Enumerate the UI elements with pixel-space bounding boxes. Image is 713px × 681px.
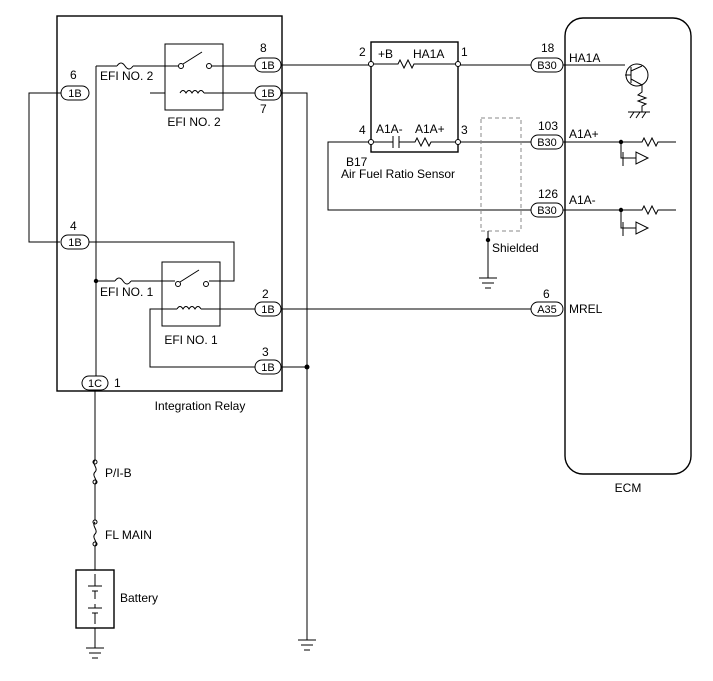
- svg-text:8: 8: [260, 41, 267, 55]
- svg-text:2: 2: [262, 287, 269, 301]
- efi2-relay-label: EFI NO. 2: [167, 115, 221, 129]
- svg-text:1B: 1B: [261, 88, 274, 100]
- efi2-relay-box: [164, 43, 224, 111]
- svg-text:B30: B30: [537, 137, 557, 149]
- af-sensor-pin-3: 3: [461, 123, 468, 137]
- svg-text:A1A-: A1A-: [569, 193, 596, 207]
- ecm-box: [564, 17, 692, 475]
- svg-text:1B: 1B: [261, 362, 274, 374]
- shielded-label: Shielded: [492, 241, 539, 255]
- af-sensor-terminal-1: [455, 61, 461, 67]
- af-sensor-ha1a-label: HA1A: [413, 47, 444, 61]
- af-sensor-pin-2: 2: [359, 45, 366, 59]
- efi2-relay-switch: [182, 51, 203, 65]
- svg-text:1: 1: [114, 376, 121, 390]
- af-sensor-terminal-3: [455, 139, 461, 145]
- efi1-relay-box: [161, 261, 221, 327]
- efi1-fuse-label: EFI NO. 1: [100, 285, 154, 299]
- svg-text:1C: 1C: [88, 378, 102, 390]
- ecm-label: ECM: [615, 481, 642, 495]
- jumper-wire-6-4: [28, 92, 60, 243]
- svg-text:1B: 1B: [68, 237, 81, 249]
- svg-text:1B: 1B: [68, 88, 81, 100]
- wire-relay7-ground: [281, 92, 308, 640]
- relay-connector-2: 1B 2: [254, 287, 282, 317]
- battery-label: Battery: [120, 591, 158, 605]
- af-sensor-pin-1: 1: [461, 45, 468, 59]
- efi1-relay-label: EFI NO. 1: [164, 333, 218, 347]
- af-sensor-heater-element: [374, 58, 455, 70]
- af-sensor-box: [370, 41, 459, 153]
- shield-enclosure: [480, 117, 522, 232]
- ecm-comparator-icon-2: [620, 210, 650, 236]
- efi1-relay-coil: [176, 306, 202, 310]
- svg-text:18: 18: [541, 41, 555, 55]
- ecm-comparator-icon-1: [620, 142, 650, 166]
- ground-icon-shield: [479, 277, 497, 289]
- af-sensor-pin-b-label: +B: [378, 47, 393, 61]
- efi2-fuse-label: EFI NO. 2: [100, 69, 154, 83]
- relay-connector-7: 1B 7: [254, 85, 282, 116]
- integration-relay-box: [56, 15, 283, 392]
- svg-text:A1A+: A1A+: [569, 127, 599, 141]
- af-sensor-terminal-2: [368, 61, 374, 67]
- svg-text:A35: A35: [537, 304, 557, 316]
- ecm-connector-18: B30 18 HA1A: [530, 41, 600, 73]
- svg-text:B30: B30: [537, 60, 557, 72]
- ecm-connector-103: B30 103 A1A+: [530, 119, 599, 150]
- af-sensor-pin-4: 4: [359, 123, 366, 137]
- ground-icon-battery: [86, 647, 104, 659]
- svg-text:MREL: MREL: [569, 302, 603, 316]
- relay-connector-3: 1B 3: [254, 345, 282, 375]
- relay-connector-6: 1B 6: [60, 68, 90, 101]
- relay-connector-8: 1B 8: [254, 41, 282, 73]
- af-sensor-code: B17: [346, 155, 368, 169]
- efi2-relay-coil: [179, 90, 205, 94]
- svg-text:1B: 1B: [261, 60, 274, 72]
- wire-sensor4-a1aminus: [327, 141, 531, 211]
- svg-text:6: 6: [543, 287, 550, 301]
- svg-text:HA1A: HA1A: [569, 51, 600, 65]
- ecm-connector-6: A35 6 MREL: [530, 287, 603, 317]
- flmain-fuse-label: FL MAIN: [105, 528, 152, 542]
- ground-icon-right: [298, 639, 316, 651]
- af-sensor-a1a-minus-label: A1A-: [376, 122, 403, 136]
- pib-fuse-label: P/I-B: [105, 466, 132, 480]
- af-sensor-cell: [374, 136, 455, 148]
- svg-text:126: 126: [538, 187, 558, 201]
- integration-relay-label: Integration Relay: [155, 399, 246, 413]
- svg-text:3: 3: [262, 345, 269, 359]
- svg-text:1B: 1B: [261, 304, 274, 316]
- relay-connector-1c: 1C 1: [81, 375, 121, 391]
- battery-icon: [88, 574, 102, 624]
- efi1-relay-switch: [179, 269, 200, 283]
- svg-text:4: 4: [70, 219, 77, 233]
- efi2-fuse-icon: [116, 62, 134, 70]
- svg-text:6: 6: [70, 68, 77, 82]
- af-sensor-name: Air Fuel Ratio Sensor: [341, 167, 455, 181]
- efi1-fuse-icon: [114, 277, 132, 285]
- svg-text:103: 103: [538, 119, 558, 133]
- af-sensor-a1a-plus-label: A1A+: [415, 122, 445, 136]
- af-sensor-terminal-4: [368, 139, 374, 145]
- ecm-connector-126: B30 126 A1A-: [530, 187, 596, 218]
- svg-text:7: 7: [260, 102, 267, 116]
- svg-text:B30: B30: [537, 205, 557, 217]
- ground-icon-ecm: [628, 111, 650, 119]
- relay-connector-4: 1B 4: [60, 219, 90, 250]
